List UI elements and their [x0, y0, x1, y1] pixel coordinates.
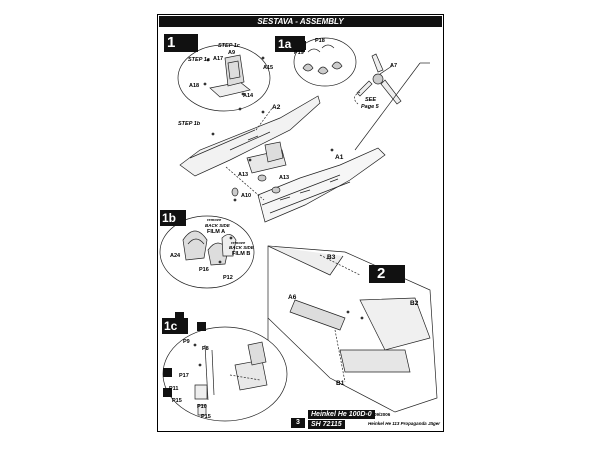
label-a6: A6	[288, 294, 297, 301]
label-step1b: STEP 1b	[178, 121, 201, 127]
label-a13-right: A13	[279, 175, 290, 181]
label-film-b: FILM B	[232, 251, 251, 257]
paint-icon	[163, 388, 172, 397]
label-page5: Page 5	[361, 104, 379, 110]
page-frame	[157, 14, 444, 432]
label-backside-b: BACK SIDE	[229, 245, 254, 250]
step-1c-badge: 1c	[162, 318, 188, 334]
label-p10: P10	[197, 404, 207, 410]
label-b2: B2	[410, 300, 419, 307]
label-a17: A17	[213, 56, 224, 62]
step1a-detail-bubble	[177, 44, 271, 112]
footer-subtitle: Heinkel He 113 Propaganda Jäger	[368, 421, 440, 426]
label-p18: P18	[315, 38, 325, 44]
label-a14: A14	[243, 93, 254, 99]
label-p11: P11	[169, 386, 179, 392]
paint-icon	[197, 322, 206, 331]
label-a18: A18	[189, 83, 200, 89]
step-1a-badge: 1a	[275, 36, 305, 52]
label-p8: P8	[202, 346, 209, 352]
label-see: SEE	[365, 97, 377, 103]
footer-kit-code: SH 72115	[308, 420, 345, 429]
label-a10: A10	[241, 193, 252, 199]
footer-date: 09/2006	[374, 412, 391, 417]
label-remove-b: remove	[231, 240, 246, 245]
label-p15-right: P15	[201, 414, 211, 420]
glue-icon	[163, 368, 172, 377]
label-a13-left: A13	[238, 172, 249, 178]
page-number: 3	[291, 418, 305, 428]
label-a9: A9	[228, 50, 236, 56]
footer-title: Heinkel He 100D-0	[308, 410, 375, 419]
label-p9: P9	[183, 339, 190, 345]
label-step1c: STEP 1c	[218, 43, 240, 49]
label-backside-a: BACK SIDE	[205, 223, 230, 228]
label-a24: A24	[170, 253, 181, 259]
label-a15: A15	[263, 65, 274, 71]
glue-icon	[175, 312, 184, 321]
label-a2: A2	[272, 104, 281, 111]
step-1b-badge: 1b	[160, 210, 186, 226]
step-1-badge: 1	[164, 34, 198, 52]
label-p17: P17	[179, 373, 189, 379]
step-2-badge: 2	[369, 265, 405, 283]
step1a-parts-bubble	[293, 37, 357, 87]
label-a7: A7	[390, 63, 398, 69]
label-film-a: FILM A	[207, 229, 226, 235]
label-a1: A1	[335, 154, 344, 161]
label-step1a: STEP 1a	[188, 57, 210, 63]
label-p15-left: P15	[172, 398, 182, 404]
label-b3: B3	[327, 254, 336, 261]
label-p19: P19	[294, 50, 304, 56]
label-p12: P12	[223, 275, 233, 281]
page-header: SESTAVA - ASSEMBLY	[159, 16, 442, 27]
label-remove-a: remove	[207, 217, 222, 222]
step1b-detail-bubble	[159, 215, 255, 289]
label-b1: B1	[336, 380, 345, 387]
label-p16: P16	[199, 267, 209, 273]
